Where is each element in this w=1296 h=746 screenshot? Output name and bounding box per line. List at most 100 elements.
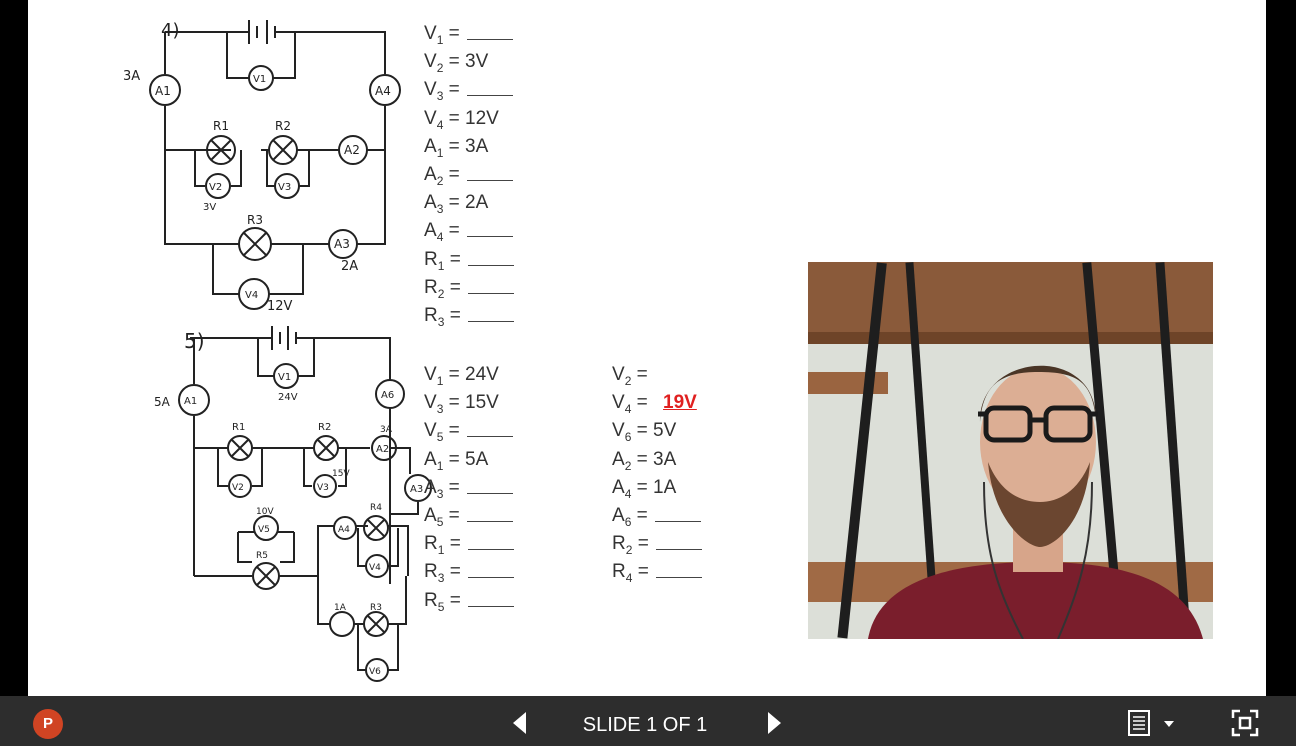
equation-subscript: 5 — [437, 599, 445, 614]
a2-label: A2 — [344, 143, 360, 157]
equation-symbol: R — [424, 589, 438, 611]
equation-subscript: 2 — [625, 542, 633, 557]
equation-value: 3V — [465, 51, 489, 73]
equation-symbol: R — [424, 276, 438, 298]
r3-label-5: R3 — [370, 603, 382, 613]
equation-symbol: R — [424, 248, 438, 270]
slide-canvas: 4) 3A A1 A4 V1 R1 R2 A2 V2 3V V3 R3 A3 2… — [28, 0, 1266, 696]
equation-row: R4 = — [612, 558, 703, 586]
answer-blank — [467, 220, 514, 238]
equation-symbol: A — [424, 504, 437, 526]
equation-subscript: 1 — [436, 145, 444, 160]
r2-label: R2 — [275, 119, 291, 133]
equation-symbol: A — [424, 448, 437, 470]
equation-value: 5A — [465, 448, 489, 470]
equation-subscript: 5 — [436, 514, 444, 529]
equation-row: R1 = — [424, 246, 515, 274]
equation-subscript: 2 — [437, 286, 445, 301]
v1-label: V1 — [253, 74, 266, 85]
a1-current-label-5: 5A — [154, 395, 171, 409]
equation-symbol: R — [424, 533, 438, 555]
powerpoint-icon[interactable]: P — [33, 709, 63, 739]
v4-label: V4 — [245, 290, 258, 301]
equation-symbol: A — [612, 448, 625, 470]
triangle-left-icon[interactable] — [510, 710, 528, 736]
equation-value: 5V — [653, 420, 677, 442]
answer-blank — [467, 164, 514, 181]
equation-subscript: 3 — [437, 314, 445, 329]
equation-symbol: V — [424, 51, 437, 73]
equation-value: 3A — [653, 448, 677, 470]
r1-label: R1 — [213, 119, 229, 133]
equation-subscript: 6 — [624, 430, 632, 445]
equation-row: A2 = 3A — [612, 448, 677, 473]
answer-blank — [655, 505, 702, 522]
r3-label: R3 — [247, 213, 263, 227]
equation-subscript: 4 — [436, 117, 444, 132]
answer-blank — [468, 277, 515, 294]
equation-symbol: V — [424, 392, 437, 414]
equation-answer: 19V — [663, 392, 697, 414]
equation-value: 12V — [465, 107, 499, 129]
equation-value: 15V — [465, 392, 499, 414]
equation-symbol: V — [424, 23, 437, 44]
v3-label: V3 — [278, 182, 291, 193]
equation-row: R5 = — [424, 587, 515, 615]
problem-4-number: 4) — [161, 20, 179, 41]
v2-reading-label: 3V — [203, 202, 216, 213]
v1-reading-label-5: 24V — [278, 392, 298, 403]
equation-symbol: R — [424, 304, 438, 326]
equation-row: A3 = 2A — [424, 192, 489, 216]
equation-row: V1 = — [424, 20, 514, 48]
v2-label: V2 — [209, 182, 222, 193]
triangle-right-icon[interactable] — [766, 710, 784, 736]
a4-label-5: A4 — [338, 525, 350, 535]
v2-label-5: V2 — [232, 483, 244, 493]
answer-blank — [468, 533, 515, 551]
equation-row: A6 = — [612, 502, 702, 530]
equation-symbol: R — [612, 533, 626, 555]
answer-blank — [467, 505, 514, 522]
a3-current-label: 2A — [341, 259, 358, 274]
webcam-feed — [808, 262, 1213, 639]
equation-subscript: 3 — [437, 571, 445, 586]
answer-blank — [656, 561, 703, 579]
equation-symbol: A — [424, 135, 437, 157]
equation-subscript: 1 — [437, 258, 445, 273]
equation-row: A5 = — [424, 502, 514, 530]
a1-current-label: 3A — [123, 69, 140, 84]
equation-row: V6 = 5V — [612, 420, 677, 445]
answer-blank — [468, 590, 515, 607]
equation-symbol: V — [612, 364, 625, 385]
a2-current-label-5: 3A — [380, 425, 393, 435]
v3-label-5: V3 — [317, 483, 329, 493]
equation-symbol: V — [424, 364, 437, 385]
equation-subscript: 1 — [436, 373, 444, 388]
equation-row: A4 = — [424, 217, 514, 245]
equation-subscript: 3 — [436, 486, 444, 501]
equation-row: V5 = — [424, 417, 514, 445]
equation-row: A4 = 1A — [612, 476, 677, 501]
equation-subscript: 2 — [624, 373, 632, 388]
a3-label-5: A3 — [410, 484, 423, 495]
fullscreen-icon[interactable] — [1230, 708, 1260, 738]
circuit-diagram-5: 5) 5A A1 A6 V1 24V R1 R2 A2 3A V2 V3 15V… — [154, 326, 432, 682]
r5-label-5: R5 — [256, 551, 268, 561]
a3-label: A3 — [334, 237, 350, 251]
a4-label: A4 — [375, 84, 391, 98]
equation-row: A2 = — [424, 161, 514, 189]
equation-subscript: 1 — [436, 458, 444, 473]
notes-icon[interactable] — [1126, 708, 1178, 738]
problem-5-number: 5) — [184, 329, 205, 353]
equation-value: 24V — [465, 364, 499, 385]
equation-row: V3 = 15V — [424, 392, 499, 416]
equation-symbol: A — [612, 504, 625, 526]
a2-label-5: A2 — [376, 444, 389, 455]
answer-blank — [468, 305, 515, 322]
answer-blank — [468, 561, 515, 579]
a4-current-label-5: 1A — [334, 603, 347, 613]
v3-reading-label-5: 15V — [332, 469, 350, 479]
equation-symbol: V — [424, 420, 437, 442]
equation-symbol: A — [424, 192, 437, 214]
